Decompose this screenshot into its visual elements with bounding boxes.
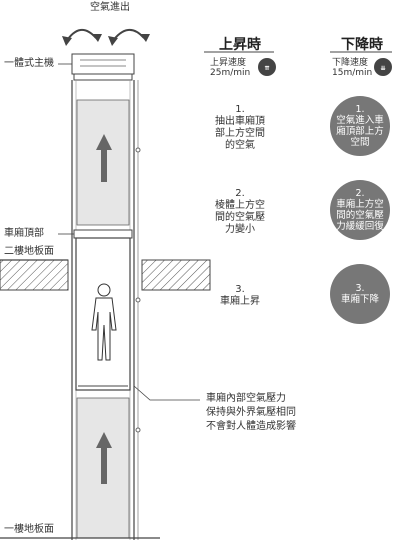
- leader-note: [133, 385, 200, 401]
- ascend-step-2: 2. 棱體上方空 間的空氣壓 力變小: [215, 188, 265, 235]
- floor-slab-left: [0, 259, 69, 291]
- first-floor-label: 一樓地板面: [4, 524, 54, 535]
- ascend-badge-icon: ⇈: [258, 58, 276, 76]
- second-floor-label: 二樓地板面: [4, 246, 54, 257]
- floor-slab-right: [141, 259, 211, 291]
- descend-step-3: 3. 車廂下降: [330, 264, 390, 324]
- ascend-step-1: 1. 抽出車廂頂 部上方空間 的空氣: [215, 104, 265, 151]
- car-top-shape: [73, 229, 133, 239]
- descend-speed: 15m/min: [332, 68, 373, 78]
- air-arrow-left-icon: [62, 29, 102, 46]
- car-top-label: 車廂頂部: [4, 228, 44, 239]
- descend-title: 下降時: [341, 37, 383, 53]
- descend-step-2: 2. 車廂上方空 間的空氣壓 力緩緩回復: [330, 180, 390, 240]
- air-arrow-right-icon: [108, 29, 150, 46]
- up-arrow-lower-icon: [96, 432, 112, 484]
- person-icon: [91, 283, 117, 361]
- up-arrow-upper-icon: [96, 134, 112, 182]
- descend-step-1: 1. 空氣進入車 廂頂部上方 空間: [330, 96, 390, 156]
- air-inout-label: 空氣進出: [90, 2, 130, 13]
- ascend-title: 上昇時: [219, 37, 261, 53]
- ascend-step-3: 3. 車廂上昇: [220, 284, 260, 307]
- ascend-speed: 25m/min: [210, 68, 251, 78]
- descend-badge-icon: ⇊: [374, 58, 392, 76]
- main-unit-shape: [71, 53, 135, 81]
- pressure-note: 車廂內部空氣壓力 保持與外界氣壓相同 不會對人體造成影響: [206, 393, 296, 432]
- main-unit-label: 一體式主機: [4, 58, 54, 69]
- descend-speed-label: 下降速度: [332, 58, 369, 68]
- ascend-speed-label: 上昇速度: [210, 58, 247, 68]
